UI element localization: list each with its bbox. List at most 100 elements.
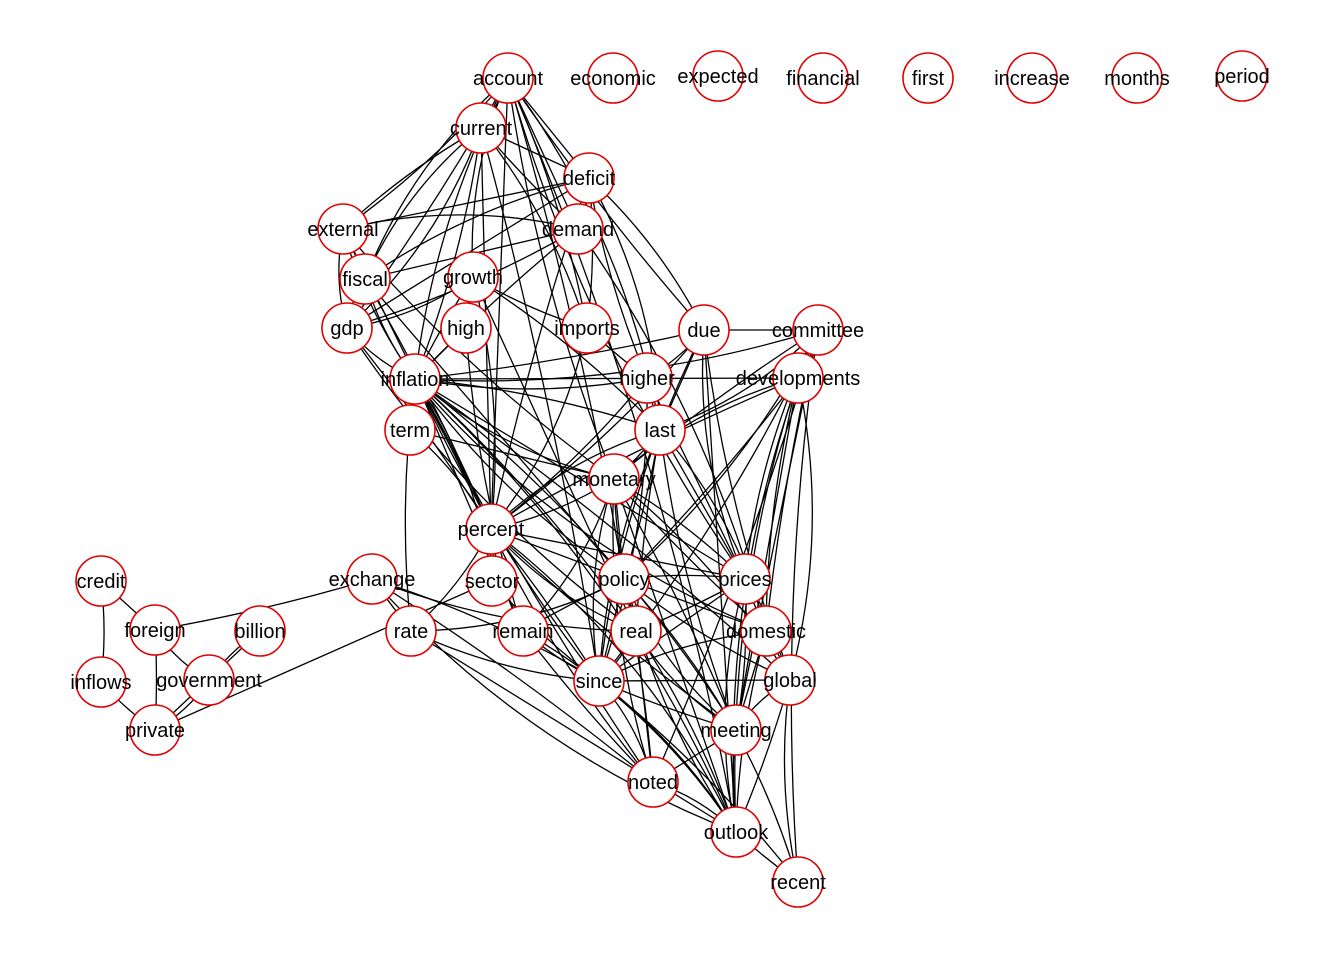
node-circle-increase bbox=[1006, 52, 1058, 104]
node-label-real: real bbox=[619, 621, 652, 643]
edge-inflation-noted bbox=[414, 378, 654, 783]
edge-inflation-meeting bbox=[414, 378, 737, 731]
node-last: last bbox=[634, 404, 686, 456]
node-rate: rate bbox=[385, 605, 437, 657]
node-label-term: term bbox=[390, 420, 430, 442]
edge-developments-meeting bbox=[735, 377, 799, 731]
node-circle-account bbox=[482, 52, 534, 104]
edge-inflation-domestic bbox=[414, 378, 767, 632]
node-sector: sector bbox=[465, 555, 520, 607]
edge-committee-inflation bbox=[414, 329, 819, 382]
node-label-imports: imports bbox=[554, 318, 620, 340]
edge-prices-outlook bbox=[724, 578, 746, 833]
edge-since-recent bbox=[598, 680, 799, 883]
node-global: global bbox=[763, 654, 817, 706]
node-fiscal: fiscal bbox=[339, 253, 391, 305]
node-prices: prices bbox=[718, 553, 772, 605]
node-circle-domestic bbox=[740, 605, 792, 657]
edge-deficit-due bbox=[588, 177, 705, 331]
node-label-months: months bbox=[1104, 68, 1170, 90]
node-label-fiscal: fiscal bbox=[342, 269, 388, 291]
node-inflation: inflation bbox=[381, 353, 449, 405]
node-circle-term bbox=[384, 404, 436, 456]
node-circle-demand bbox=[552, 203, 604, 255]
edge-account-monetary bbox=[507, 77, 615, 480]
node-credit: credit bbox=[75, 555, 127, 607]
node-since: since bbox=[573, 655, 625, 707]
node-circle-growth bbox=[447, 251, 499, 303]
edge-due-prices bbox=[701, 329, 746, 580]
node-expected: expected bbox=[677, 50, 759, 102]
node-remain: remain bbox=[492, 605, 554, 657]
node-label-inflows: inflows bbox=[70, 672, 131, 694]
node-imports: imports bbox=[554, 302, 620, 354]
node-exchange: exchange bbox=[329, 553, 416, 605]
node-label-exchange: exchange bbox=[329, 569, 416, 591]
node-committee: committee bbox=[772, 304, 864, 356]
node-domestic: domestic bbox=[726, 605, 806, 657]
edge-deficit-fiscal bbox=[364, 177, 590, 280]
node-label-prices: prices bbox=[718, 569, 771, 591]
node-label-demand: demand bbox=[542, 219, 614, 241]
node-label-percent: percent bbox=[458, 519, 525, 541]
node-growth: growth bbox=[443, 251, 503, 303]
edge-account-external bbox=[342, 77, 509, 230]
edge-current-inflation bbox=[414, 127, 482, 380]
edge-developments-global bbox=[789, 377, 813, 681]
node-financial: financial bbox=[786, 52, 860, 104]
node-recent: recent bbox=[770, 856, 826, 908]
node-outlook: outlook bbox=[704, 806, 769, 858]
edge-monetary-meeting bbox=[613, 478, 737, 731]
node-circle-private bbox=[129, 704, 181, 756]
node-label-financial: financial bbox=[786, 68, 859, 90]
node-label-private: private bbox=[125, 720, 185, 742]
node-circle-rate bbox=[385, 605, 437, 657]
edge-monetary-outlook bbox=[613, 478, 737, 833]
edge-inflation-last bbox=[414, 378, 661, 431]
node-label-deficit: deficit bbox=[563, 168, 616, 190]
node-economic: economic bbox=[570, 52, 656, 104]
edge-account-fiscal bbox=[364, 77, 509, 280]
edge-exchange-noted bbox=[371, 578, 654, 783]
node-circle-remain bbox=[497, 605, 549, 657]
node-first: first bbox=[902, 52, 954, 104]
node-circle-foreign bbox=[129, 604, 181, 656]
node-account: account bbox=[473, 52, 543, 104]
node-label-current: current bbox=[450, 118, 513, 140]
edge-inflation-developments bbox=[414, 377, 799, 380]
edge-last-domestic bbox=[659, 429, 767, 632]
node-label-rate: rate bbox=[394, 621, 428, 643]
node-circle-recent bbox=[772, 856, 824, 908]
node-circle-months bbox=[1111, 52, 1163, 104]
edge-account-due bbox=[507, 77, 705, 331]
node-foreign: foreign bbox=[124, 604, 186, 656]
node-current: current bbox=[450, 102, 513, 154]
edge-current-gdp bbox=[346, 127, 482, 329]
edge-real-outlook bbox=[635, 630, 737, 833]
edge-rate-outlook bbox=[410, 630, 737, 833]
node-label-sector: sector bbox=[465, 571, 520, 593]
node-label-first: first bbox=[912, 68, 945, 90]
edge-developments-monetary bbox=[613, 377, 799, 480]
node-label-higher: higher bbox=[619, 368, 675, 390]
node-label-economic: economic bbox=[570, 68, 656, 90]
node-inflows: inflows bbox=[70, 656, 132, 708]
node-label-outlook: outlook bbox=[704, 822, 769, 844]
node-label-due: due bbox=[687, 320, 720, 342]
edge-external-demand bbox=[342, 214, 579, 230]
node-label-policy: policy bbox=[598, 569, 649, 591]
node-circle-expected bbox=[692, 50, 744, 102]
node-circle-current bbox=[455, 102, 507, 154]
node-gdp: gdp bbox=[321, 302, 373, 354]
node-percent: percent bbox=[458, 503, 525, 555]
node-circle-since bbox=[573, 655, 625, 707]
node-months: months bbox=[1104, 52, 1170, 104]
edge-higher-prices bbox=[646, 377, 746, 580]
node-circle-policy bbox=[598, 553, 650, 605]
edge-due-since bbox=[598, 329, 705, 682]
edge-committee-recent bbox=[790, 329, 819, 883]
node-circle-government bbox=[183, 654, 235, 706]
node-circle-outlook bbox=[710, 806, 762, 858]
node-circle-real bbox=[610, 605, 662, 657]
